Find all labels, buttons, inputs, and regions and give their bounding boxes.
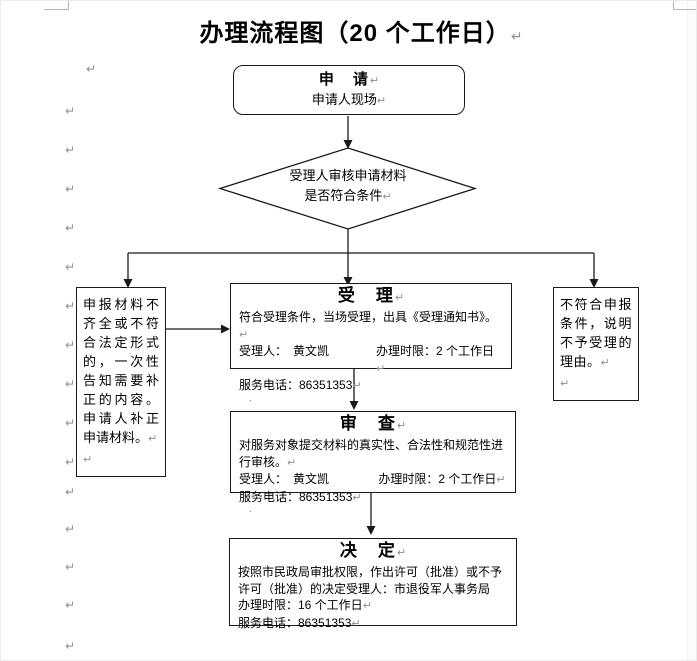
paragraph-mark: ↵ bbox=[65, 338, 76, 352]
review-phone: 服务电话：86351353↵ bbox=[239, 489, 507, 507]
paragraph-mark: ↵ bbox=[83, 454, 93, 466]
paragraph-mark: ↵ bbox=[239, 328, 249, 341]
paragraph-mark: ↵ bbox=[148, 433, 158, 445]
start-title-text: 申 请 bbox=[318, 71, 370, 88]
paragraph-mark: ↵ bbox=[65, 299, 76, 313]
paragraph-mark: ↵ bbox=[65, 143, 76, 157]
margin-crop-mark-top-right bbox=[673, 1, 696, 10]
arrowhead-into-decision bbox=[343, 140, 353, 149]
flow-node-decision[interactable]: 受理人审核申请材料 是否符合条件↵ bbox=[220, 166, 476, 207]
accept-handler: 受理人： 黄文凯 bbox=[239, 344, 330, 358]
decision-line2: 是否符合条件↵ bbox=[220, 186, 476, 207]
paragraph-mark: ↵ bbox=[352, 380, 362, 392]
decide-desc: 按照市民政局审批权限，作出许可（批准）或不予许可（批准）的决定受理人：市退役军人… bbox=[238, 564, 508, 615]
left-note-text: 申报材料不齐全或不符合法定形式的，一次性告知需要补正的内容。申请人补正申请材料。 bbox=[83, 297, 159, 445]
flow-node-supplement-note[interactable]: 申报材料不齐全或不符合法定形式的，一次性告知需要补正的内容。申请人补正申请材料。… bbox=[76, 287, 166, 477]
accept-time-limit: 办理时限：2 个工作日 ↵ bbox=[376, 343, 503, 377]
start-subtitle-text: 申请人现场 bbox=[311, 92, 377, 107]
accept-desc-text: 符合受理条件，当场受理，出具《受理通知书》。 bbox=[239, 310, 498, 324]
decision-line1: 受理人审核申请材料 bbox=[289, 168, 407, 183]
paragraph-mark: ↵ bbox=[65, 560, 76, 574]
paragraph-mark: ↵ bbox=[369, 75, 380, 87]
stray-dot: · bbox=[249, 506, 253, 517]
paragraph-mark: ↵ bbox=[351, 617, 361, 630]
review-title-text: 审 查 bbox=[339, 414, 397, 433]
paragraph-mark: ↵ bbox=[65, 260, 76, 274]
accept-phone-text: 服务电话：86351353 bbox=[239, 378, 353, 392]
flow-node-reject-note[interactable]: 不符合申报条件，说明不予受理的理由。↵ ↵ bbox=[553, 287, 639, 401]
paragraph-mark: ↵ bbox=[376, 362, 386, 375]
paragraph-mark: ↵ bbox=[65, 221, 76, 235]
arrowhead-into-decide bbox=[366, 526, 376, 535]
accept-time-limit-text: 办理时限：2 个工作日 bbox=[376, 344, 495, 358]
paragraph-mark: ↵ bbox=[287, 456, 297, 469]
paragraph-mark: ↵ bbox=[65, 522, 76, 536]
accept-phone: 服务电话：86351353↵ bbox=[239, 377, 503, 395]
margin-crop-mark-top-left bbox=[44, 1, 69, 10]
flow-node-start[interactable]: 申 请↵ 申请人现场↵ bbox=[233, 65, 465, 115]
decide-phone: 服务电话：86351353↵ bbox=[238, 615, 508, 633]
paragraph-mark: ↵ bbox=[65, 485, 76, 499]
paragraph-mark: ↵ bbox=[65, 377, 76, 391]
flow-node-decide[interactable]: 决 定↵ 按照市民政局审批权限，作出许可（批准）或不予许可（批准）的决定受理人：… bbox=[229, 538, 517, 630]
paragraph-mark: ↵ bbox=[396, 547, 407, 559]
paragraph-mark: ↵ bbox=[496, 474, 506, 486]
paragraph-mark: ↵ bbox=[86, 62, 97, 76]
paragraph-mark: ↵ bbox=[65, 416, 76, 430]
paragraph-mark: ↵ bbox=[600, 357, 610, 369]
paragraph-mark: ↵ bbox=[65, 104, 76, 118]
start-subtitle: 申请人现场↵ bbox=[234, 91, 464, 110]
flow-node-review[interactable]: 审 查↵ 对服务对象提交材料的真实性、合法性和规范性进行审核。↵ 受理人： 黄文… bbox=[230, 411, 516, 517]
decide-phone-text: 服务电话：86351353 bbox=[238, 615, 352, 630]
accept-body: 符合受理条件，当场受理，出具《受理通知书》。 ↵ 受理人： 黄文凯 办理时限：2 … bbox=[231, 309, 511, 407]
paragraph-mark: ↵ bbox=[376, 95, 387, 107]
paragraph-mark: ↵ bbox=[65, 182, 76, 196]
review-title: 审 查↵ bbox=[231, 413, 515, 437]
decide-title: 决 定↵ bbox=[230, 540, 516, 564]
right-note-text: 不符合申报条件，说明不予受理的理由。 bbox=[560, 297, 632, 369]
review-time-limit: 办理时限：2 个工作日↵ bbox=[378, 471, 505, 489]
accept-title-text: 受 理 bbox=[337, 286, 395, 305]
review-body: 对服务对象提交材料的真实性、合法性和规范性进行审核。↵ 受理人： 黄文凯 办理时… bbox=[231, 437, 515, 518]
accept-title: 受 理↵ bbox=[231, 285, 511, 309]
review-handler-row: 受理人： 黄文凯 办理时限：2 个工作日↵ bbox=[239, 471, 507, 489]
paragraph-mark: ↵ bbox=[362, 600, 372, 612]
review-desc-text: 对服务对象提交材料的真实性、合法性和规范性进行审核。 bbox=[239, 438, 504, 469]
decision-line2-text: 是否符合条件 bbox=[304, 188, 383, 203]
paragraph-mark: ↵ bbox=[352, 491, 362, 504]
paragraph-mark: ↵ bbox=[510, 28, 523, 44]
paragraph-mark: ↵ bbox=[382, 191, 392, 203]
paragraph-mark: ↵ bbox=[396, 420, 407, 432]
arrowhead-leftnote-accept bbox=[221, 324, 230, 334]
decide-desc-text: 按照市民政局审批权限，作出许可（批准）或不予许可（批准）的决定受理人：市退役军人… bbox=[238, 565, 503, 612]
review-desc: 对服务对象提交材料的真实性、合法性和规范性进行审核。↵ bbox=[239, 437, 507, 471]
review-time-limit-text: 办理时限：2 个工作日 bbox=[378, 472, 497, 486]
paragraph-mark: ↵ bbox=[65, 639, 76, 653]
flow-node-accept[interactable]: 受 理↵ 符合受理条件，当场受理，出具《受理通知书》。↵ 受理人： 黄文凯 办理… bbox=[230, 283, 512, 406]
paragraph-mark: ↵ bbox=[560, 378, 570, 390]
page-title-text: 办理流程图（20 个工作日） bbox=[199, 20, 511, 47]
accept-handler-row: 受理人： 黄文凯 办理时限：2 个工作日 ↵ bbox=[239, 343, 503, 377]
paragraph-mark: ↵ bbox=[394, 292, 405, 304]
paragraph-mark: ↵ bbox=[65, 598, 76, 612]
review-phone-text: 服务电话：86351353 bbox=[239, 489, 353, 504]
start-title: 申 请↵ bbox=[234, 70, 464, 91]
page-title: 办理流程图（20 个工作日）↵ bbox=[161, 13, 561, 48]
decide-title-text: 决 定 bbox=[339, 541, 397, 560]
paragraph-mark: ↵ bbox=[65, 455, 76, 469]
stray-dot: · bbox=[249, 394, 253, 406]
page-edge bbox=[687, 1, 696, 660]
decide-body: 按照市民政局审批权限，作出许可（批准）或不予许可（批准）的决定受理人：市退役军人… bbox=[230, 564, 516, 632]
review-handler: 受理人： 黄文凯 bbox=[239, 472, 330, 486]
accept-desc: 符合受理条件，当场受理，出具《受理通知书》。 ↵ bbox=[239, 309, 503, 343]
